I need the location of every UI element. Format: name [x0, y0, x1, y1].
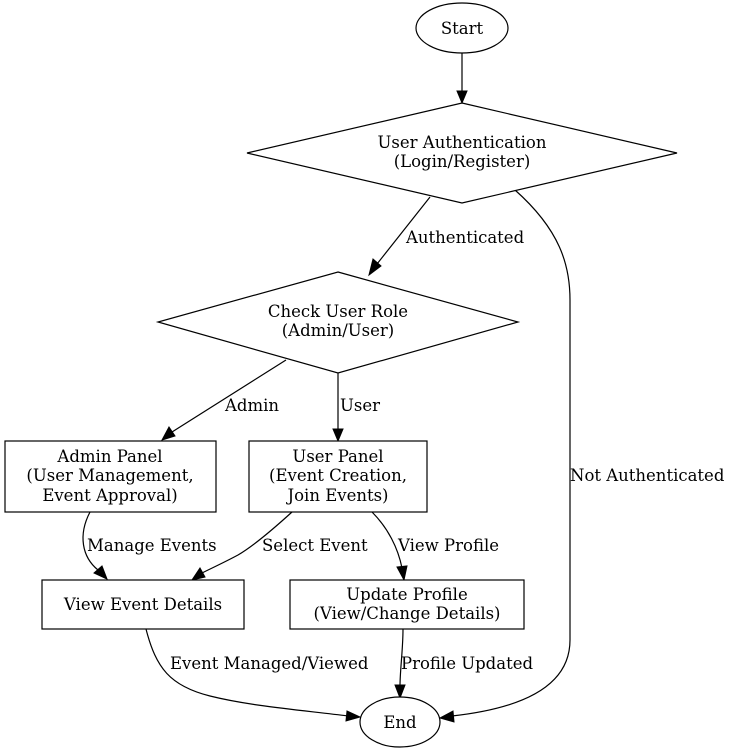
user-panel-line-1: User Panel — [292, 447, 383, 466]
node-end: End — [359, 696, 441, 748]
admin-panel-box — [4, 440, 217, 513]
auth-diamond — [246, 102, 678, 204]
edge-user-to-details — [201, 511, 293, 574]
edge-label-authenticated: Authenticated — [405, 228, 525, 247]
node-start: Start — [415, 2, 509, 54]
update-profile-line-2: (View/Change Details) — [314, 604, 501, 623]
user-panel-line-3: Join Events) — [286, 486, 389, 505]
arrowhead-details-right — [190, 567, 206, 581]
update-profile-box — [289, 579, 525, 630]
edge-role-to-admin — [171, 359, 287, 433]
user-panel-line-2: (Event Creation, — [269, 466, 407, 485]
node-update-profile: Update Profile (View/Change Details) — [289, 579, 525, 630]
role-diamond — [155, 271, 521, 374]
update-profile-line-1: Update Profile — [346, 585, 467, 604]
arrowhead-role — [368, 258, 382, 277]
edge-label-admin: Admin — [224, 396, 279, 415]
edge-label-not-authenticated: Not Authenticated — [570, 466, 725, 485]
arrowhead-profile — [396, 565, 408, 582]
edge-labels: Authenticated Not Authenticated Admin Us… — [87, 228, 725, 673]
role-label-line-1: Check User Role — [268, 302, 408, 321]
edge-auth-to-end — [451, 189, 571, 717]
admin-panel-line-1: Admin Panel — [56, 447, 162, 466]
edge-auth-to-role — [376, 196, 431, 265]
event-details-box — [41, 579, 245, 630]
arrowhead-admin — [160, 426, 176, 441]
edge-label-profile-updated: Profile Updated — [401, 654, 533, 673]
edge-label-manage-events: Manage Events — [87, 536, 217, 555]
edge-user-to-profile — [371, 511, 403, 569]
edge-profile-to-end — [399, 628, 404, 687]
start-label: Start — [441, 19, 484, 38]
user-panel-box — [248, 440, 428, 513]
arrowhead-end-right — [438, 710, 455, 723]
node-user-authentication: User Authentication (Login/Register) — [246, 102, 678, 204]
edge-label-select-event: Select Event — [262, 536, 368, 555]
auth-label-line-2: (Login/Register) — [394, 152, 531, 171]
arrowhead-auth — [456, 90, 468, 105]
arrowhead-end-top — [394, 684, 406, 700]
node-check-user-role: Check User Role (Admin/User) — [155, 271, 521, 374]
start-ellipse — [415, 2, 509, 54]
end-label: End — [383, 713, 417, 732]
edges — [82, 53, 571, 723]
node-view-event-details: View Event Details — [41, 579, 245, 630]
admin-panel-line-3: Event Approval) — [42, 486, 177, 505]
auth-label-line-1: User Authentication — [378, 133, 547, 152]
edge-details-to-end — [145, 628, 349, 717]
edge-label-event-managed-viewed: Event Managed/Viewed — [170, 654, 369, 673]
node-admin-panel: Admin Panel (User Management, Event Appr… — [4, 440, 217, 513]
event-details-label: View Event Details — [63, 595, 222, 614]
admin-panel-line-2: (User Management, — [26, 466, 193, 485]
arrowhead-details-left — [93, 565, 108, 580]
edge-label-view-profile: View Profile — [397, 536, 499, 555]
edge-admin-to-details — [82, 511, 99, 571]
edge-label-user: User — [340, 396, 380, 415]
arrowhead-user — [332, 428, 344, 443]
role-label-line-2: (Admin/User) — [282, 321, 395, 340]
arrowhead-end-left — [345, 710, 362, 722]
node-user-panel: User Panel (Event Creation, Join Events) — [248, 440, 428, 513]
end-ellipse — [359, 696, 441, 748]
